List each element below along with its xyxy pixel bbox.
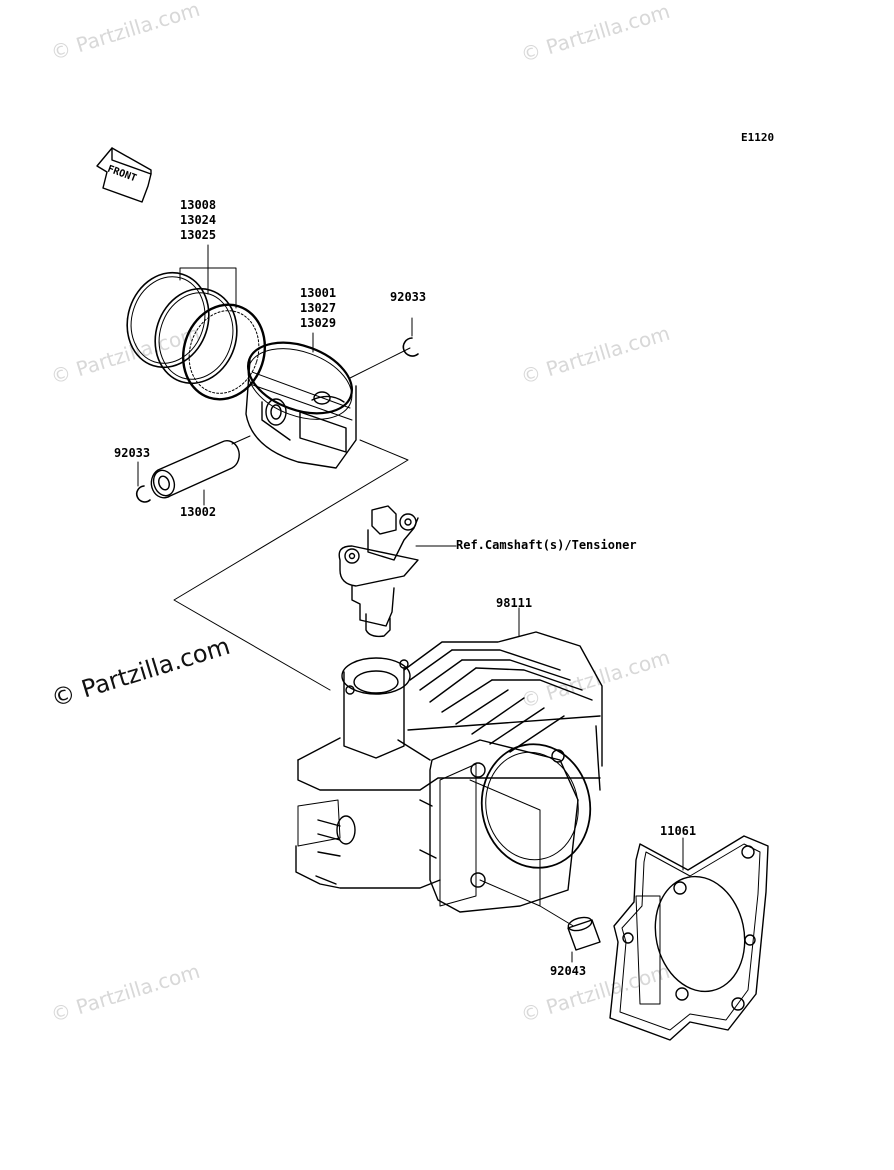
diagram-code: E1120	[741, 131, 775, 144]
label-dowel[interactable]: 92043	[550, 964, 587, 978]
label-circlip-right[interactable]: 92033	[390, 290, 427, 304]
label-piston[interactable]: 13001 13027 13029	[300, 286, 336, 331]
piston	[245, 341, 357, 469]
part-number: 13027	[300, 301, 337, 315]
label-ref-tensioner[interactable]: Ref.Camshaft(s)/Tensioner	[456, 538, 637, 552]
cylinder-base-gasket	[609, 835, 769, 1041]
circlip-right	[402, 337, 419, 357]
part-number: 13024	[180, 213, 217, 227]
part-number: 13008	[180, 198, 217, 212]
piston-pin	[150, 435, 251, 499]
dowel-pin	[567, 916, 601, 951]
cylinder	[295, 631, 603, 913]
circlip-left	[135, 485, 151, 503]
label-circlip-left[interactable]: 92033	[114, 446, 151, 460]
label-cylinder[interactable]: 98111	[496, 596, 533, 610]
label-piston-rings[interactable]: 13008 13024 13025	[180, 198, 216, 243]
part-number: 13029	[300, 316, 337, 330]
piston-rings	[126, 271, 267, 401]
front-arrow-icon	[96, 147, 152, 203]
part-number: 13001	[300, 286, 337, 300]
part-number: 13025	[180, 228, 217, 242]
label-gasket[interactable]: 11061	[660, 824, 697, 838]
label-piston-pin[interactable]: 13002	[180, 505, 217, 519]
cam-chain-tensioner	[338, 505, 419, 638]
